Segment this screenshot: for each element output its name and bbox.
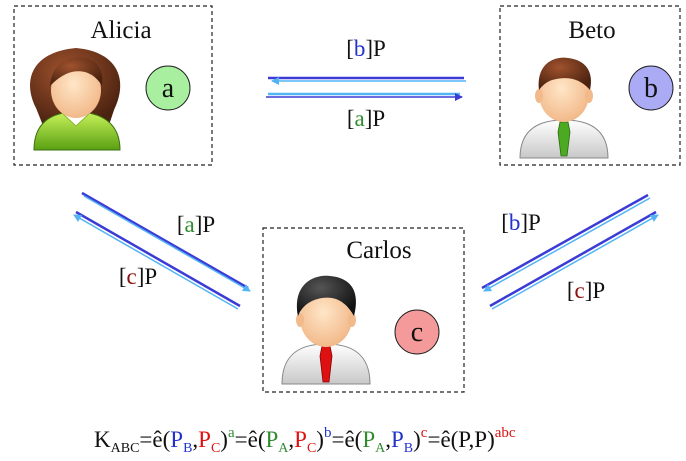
message-label-b-right: [b]P [501, 210, 541, 235]
arrow-carlos-to-alicia-highlight [73, 214, 239, 310]
message-label-b-top: [b]P [346, 36, 386, 61]
beto-name: Beto [568, 17, 615, 44]
party-box-carlos: Carlos c [262, 227, 465, 393]
message-label-c-right: [c]P [567, 278, 605, 303]
arrow-carlos-to-alicia [75, 210, 241, 308]
message-label-a-top: [a]P [347, 106, 385, 131]
arrows-alicia-carlos [73, 191, 251, 310]
arrow-alicia-to-carlos [81, 191, 249, 290]
secret-badge-c: c [394, 309, 440, 355]
secret-badge-b: b [628, 65, 674, 111]
arrow-carlos-to-beto [489, 210, 657, 308]
arrows-alicia-beto [266, 76, 466, 101]
key-formula: KABC=ê(PB,PC)a=ê(PA,PC)b=ê(PA,PB)c=ê(P,P… [94, 425, 516, 456]
beto-avatar-icon [519, 57, 609, 159]
message-label-a-left: [a]P [177, 212, 215, 237]
alicia-dashed-frame [13, 5, 213, 166]
party-box-beto: Beto b [499, 5, 681, 166]
secret-letter-a: a [162, 73, 175, 104]
arrow-carlos-to-beto-highlight [491, 214, 659, 310]
arrow-beto-to-carlos [481, 193, 649, 290]
carlos-name: Carlos [346, 237, 411, 264]
secret-letter-c: c [411, 317, 423, 348]
alicia-avatar-icon [30, 48, 121, 151]
carlos-avatar-icon [281, 275, 371, 385]
beto-dashed-frame [499, 5, 681, 166]
arrow-beto-to-carlos-highlight [483, 197, 651, 292]
party-box-alicia: Alicia a [13, 5, 213, 166]
alicia-name: Alicia [90, 17, 151, 44]
arrow-alicia-to-carlos-highlight [83, 195, 251, 292]
message-label-c-left: [c]P [119, 264, 157, 289]
arrows-beto-carlos [481, 193, 659, 310]
carlos-dashed-frame [262, 227, 465, 393]
secret-badge-a: a [145, 65, 191, 111]
secret-letter-b: b [644, 73, 658, 104]
